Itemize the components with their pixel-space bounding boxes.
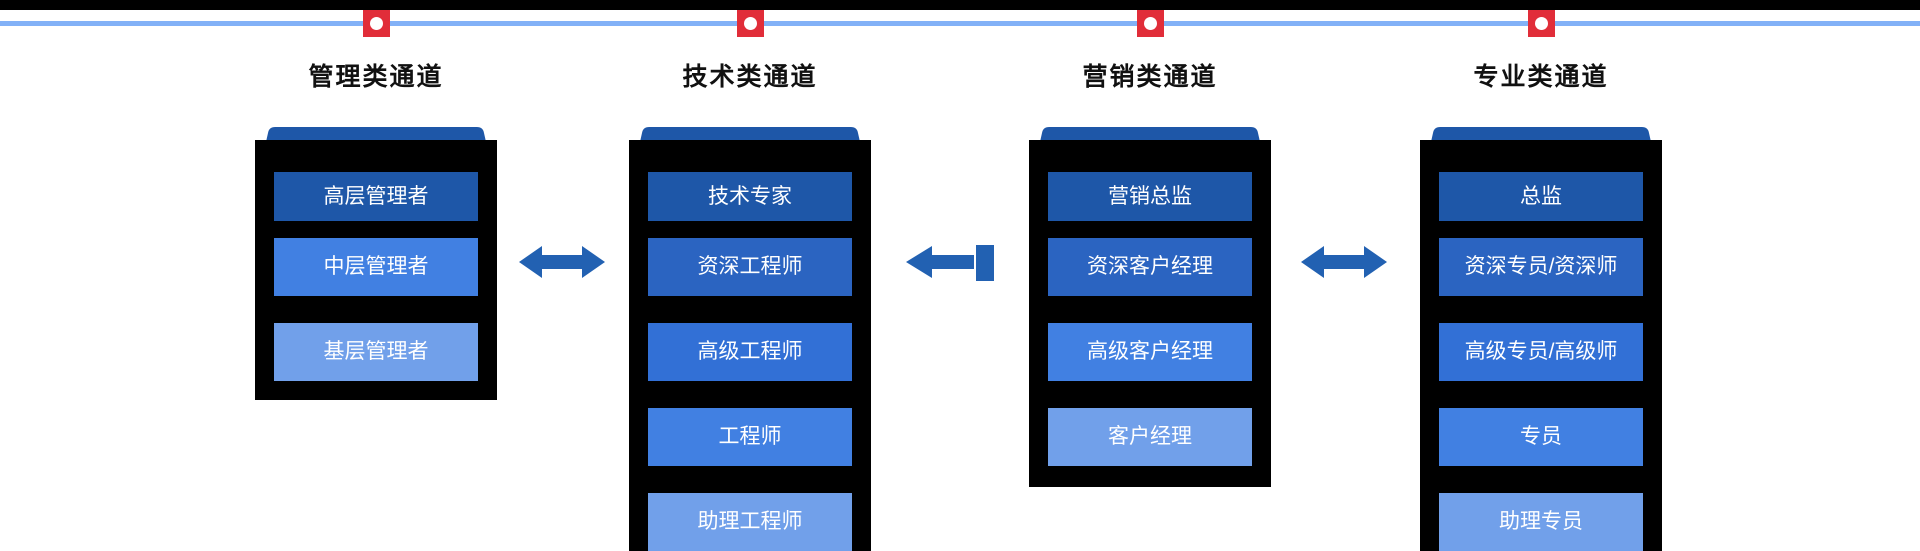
channel-title: 专业类通道 [1473,63,1609,91]
timeline-marker-icon [737,10,764,37]
level-box: 中层管理者 [274,238,478,296]
level-box: 资深客户经理 [1048,238,1252,296]
marker-dot-icon [744,17,757,30]
double-arrow-shape [519,246,605,278]
channel-title: 管理类通道 [308,63,444,91]
channel-title: 技术类通道 [682,63,818,91]
channel-column-technical: 技术类通道 技术专家 资深工程师 高级工程师 工程师 助理工程师 [629,0,871,551]
level-box: 高级客户经理 [1048,323,1252,381]
marker-dot-icon [1144,17,1157,30]
level-box: 技术专家 [648,172,852,221]
double-arrow-shape [1301,246,1387,278]
level-box: 高级工程师 [648,323,852,381]
level-box: 总监 [1439,172,1643,221]
timeline-marker-icon [1528,10,1555,37]
double-arrow-icon [1301,246,1387,278]
channel-title: 营销类通道 [1082,63,1218,91]
level-box: 高层管理者 [274,172,478,221]
level-box: 高级专员/高级师 [1439,323,1643,381]
level-box: 资深专员/资深师 [1439,238,1643,296]
top-black-bar [0,0,1920,10]
channel-column-management: 管理类通道 高层管理者 中层管理者 基层管理者 [255,0,497,551]
channel-column-professional: 专业类通道 总监 资深专员/资深师 高级专员/高级师 专员 助理专员 [1420,0,1662,551]
marker-dot-icon [370,17,383,30]
left-arrow-with-bar-icon [906,245,994,281]
level-box: 资深工程师 [648,238,852,296]
level-box: 助理工程师 [648,493,852,551]
level-box: 工程师 [648,408,852,466]
double-arrow-icon [519,246,605,278]
marker-dot-icon [1535,17,1548,30]
level-box: 助理专员 [1439,493,1643,551]
level-box: 客户经理 [1048,408,1252,466]
level-box: 基层管理者 [274,323,478,381]
timeline-marker-icon [1137,10,1164,37]
timeline-marker-icon [363,10,390,37]
timeline-line [0,21,1920,26]
left-arrow-shape [906,245,994,281]
level-box: 专员 [1439,408,1643,466]
level-box: 营销总监 [1048,172,1252,221]
channel-column-marketing: 营销类通道 营销总监 资深客户经理 高级客户经理 客户经理 [1029,0,1271,551]
